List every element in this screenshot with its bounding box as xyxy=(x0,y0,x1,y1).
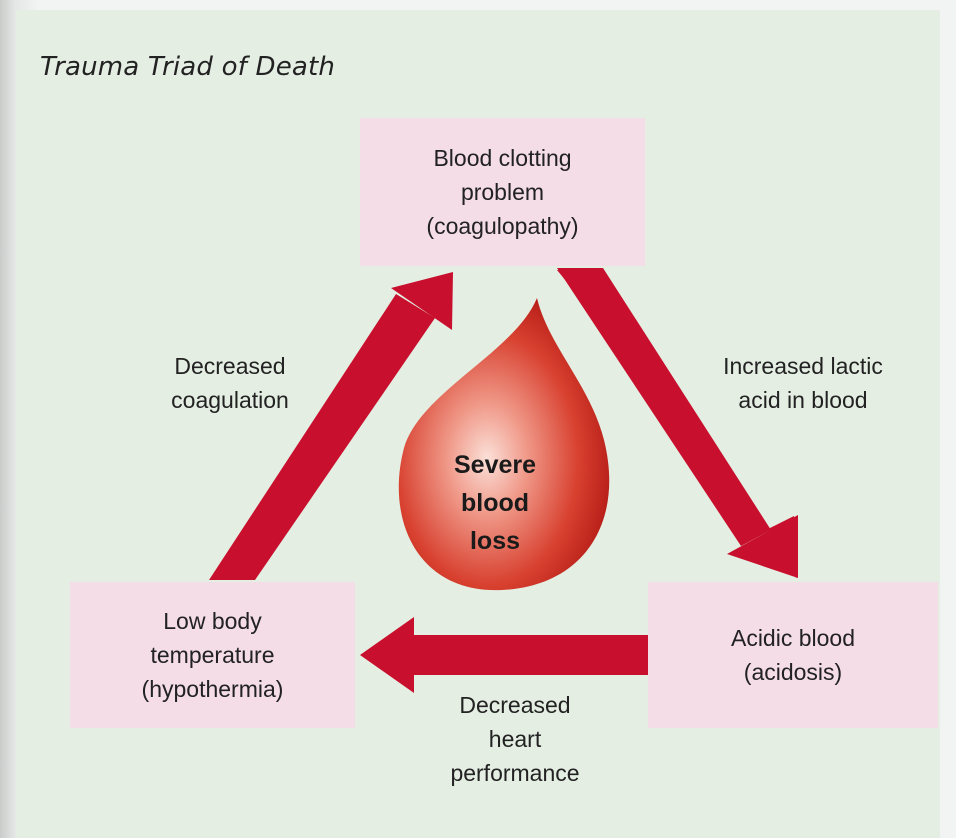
edge-label-heart-performance-line-3: performance xyxy=(450,760,580,786)
edge-label-coagulation-line-1: Decreased xyxy=(174,353,286,379)
edge-label-heart-performance-line-2: heart xyxy=(488,726,542,752)
edge-label-lactic-acid: Increased lactic acid in blood xyxy=(688,349,918,417)
node-hypothermia-line-1: Low body xyxy=(163,608,262,634)
arrow-right-to-left-head xyxy=(360,617,414,693)
edge-label-heart-performance-line-1: Decreased xyxy=(459,692,571,718)
node-coagulopathy: Blood clotting problem (coagulopathy) xyxy=(360,118,645,266)
node-coagulopathy-line-1: Blood clotting xyxy=(433,145,572,171)
node-hypothermia-line-2: temperature xyxy=(150,642,275,668)
node-hypothermia-line-3: (hypothermia) xyxy=(141,676,284,702)
node-coagulopathy-line-3: (coagulopathy) xyxy=(426,213,579,239)
edge-label-lactic-acid-line-2: acid in blood xyxy=(738,387,868,413)
arrow-left-to-top-head xyxy=(391,272,453,330)
center-label-severe-blood-loss: Severe blood loss xyxy=(430,446,560,560)
edge-label-coagulation: Decreased coagulation xyxy=(140,349,320,417)
blood-drop-icon xyxy=(398,298,610,591)
arrow-right-to-left-shaft xyxy=(412,635,648,675)
arrow-left-to-top-shaft xyxy=(209,294,435,580)
diagram-title: Trauma Triad of Death xyxy=(40,52,336,82)
node-acidosis-line-1: Acidic blood xyxy=(730,625,856,651)
arrow-top-to-right-shaft xyxy=(557,268,771,546)
node-coagulopathy-line-2: problem xyxy=(460,179,545,205)
arrow-top-to-right-head xyxy=(727,515,798,578)
center-label-line-1: Severe xyxy=(453,451,537,479)
edge-label-heart-performance: Decreased heart performance xyxy=(410,688,620,790)
node-hypothermia: Low body temperature (hypothermia) xyxy=(70,582,355,728)
center-label-line-2: blood xyxy=(460,489,530,517)
node-acidosis-line-2: (acidosis) xyxy=(743,659,843,685)
node-acidosis: Acidic blood (acidosis) xyxy=(648,582,938,728)
edge-label-coagulation-line-2: coagulation xyxy=(171,387,289,413)
center-label-line-3: loss xyxy=(469,527,521,555)
edge-label-lactic-acid-line-1: Increased lactic xyxy=(723,353,883,379)
